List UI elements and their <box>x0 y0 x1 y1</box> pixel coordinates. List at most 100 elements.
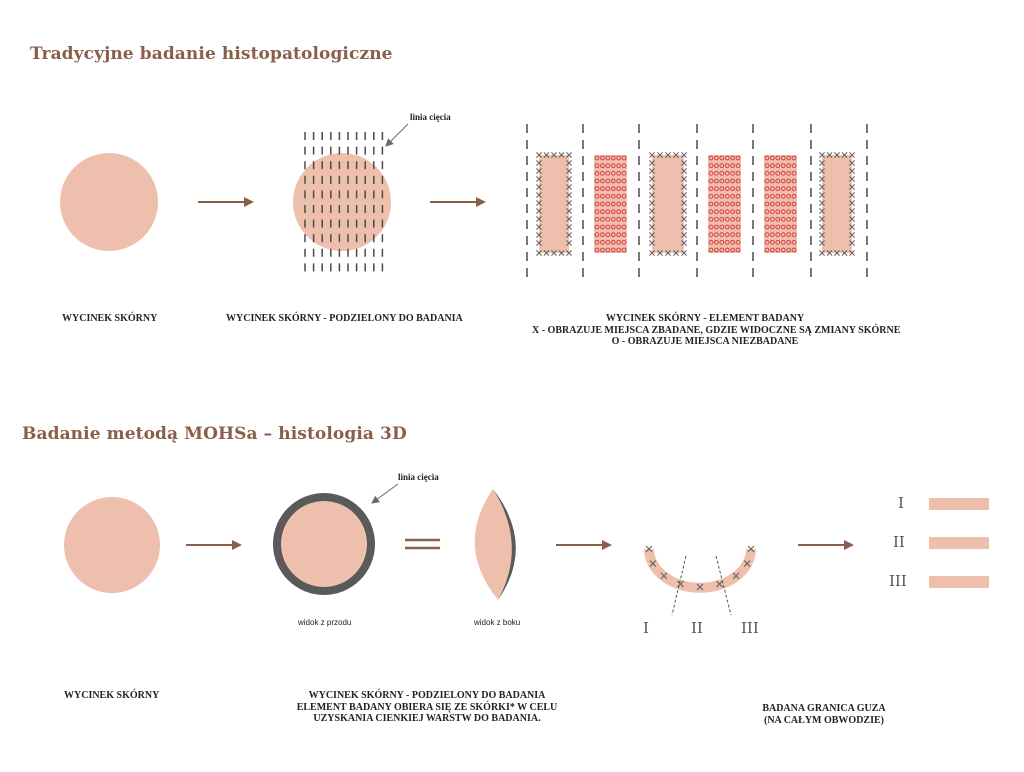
o-marker <box>610 232 616 238</box>
o-marker <box>735 247 741 253</box>
x-marker <box>819 240 825 246</box>
o-marker <box>616 155 621 161</box>
x-marker <box>536 232 542 238</box>
x-marker <box>681 216 687 222</box>
o-marker <box>600 209 605 215</box>
o-marker <box>780 163 786 169</box>
o-marker <box>719 224 725 230</box>
o-marker <box>610 209 616 215</box>
x-marker <box>558 250 565 256</box>
o-marker <box>708 163 714 169</box>
o-marker <box>764 155 770 161</box>
o-marker <box>719 178 725 184</box>
x-marker <box>649 560 657 567</box>
o-marker <box>621 193 627 199</box>
o-marker <box>724 186 730 192</box>
caption-skin-sample-top: WYCINEK SKÓRNY <box>62 313 158 324</box>
caption-tumor-margin: BADANA GRANICA GUZA (NA CAŁYM OBWODZIE) <box>762 703 886 726</box>
caption-tumor-margin-line-1: BADANA GRANICA GUZA <box>762 703 886 714</box>
o-marker <box>621 163 627 169</box>
o-marker <box>594 209 600 215</box>
o-marker <box>791 163 797 169</box>
o-marker <box>775 186 781 192</box>
o-marker <box>594 170 600 176</box>
caption-divided-bottom-line-3: UZYSKANIA CIENKIEJ WARSTW DO BADANIA. <box>313 713 541 724</box>
o-marker <box>724 163 730 169</box>
o-marker <box>719 247 725 253</box>
o-marker <box>594 178 600 184</box>
x-marker <box>849 152 855 158</box>
x-marker <box>673 250 679 256</box>
o-marker <box>775 239 781 245</box>
x-marker <box>551 250 557 256</box>
o-marker <box>780 224 786 230</box>
strip-label-III: III <box>889 572 907 590</box>
o-marker <box>708 178 714 184</box>
arc-cut-line-right <box>715 555 732 616</box>
o-marker <box>770 163 775 169</box>
tissue-strip <box>708 155 741 253</box>
o-marker <box>730 224 735 230</box>
x-marker <box>681 250 687 256</box>
x-marker <box>819 200 825 206</box>
o-marker <box>600 239 605 245</box>
o-marker <box>594 239 600 245</box>
arc-cut-line-left <box>671 555 687 616</box>
tumor-margin-arc <box>644 548 756 593</box>
x-marker <box>819 224 825 230</box>
o-marker <box>780 209 786 215</box>
x-marker <box>849 240 855 246</box>
x-marker <box>849 232 855 238</box>
o-marker <box>730 178 735 184</box>
o-marker <box>730 216 735 222</box>
x-marker <box>657 152 663 158</box>
x-marker <box>743 560 751 567</box>
o-marker <box>735 209 741 215</box>
x-marker <box>849 250 855 256</box>
x-marker <box>819 160 825 166</box>
o-marker <box>714 247 719 253</box>
x-marker <box>849 224 855 230</box>
x-marker <box>747 545 755 553</box>
o-marker <box>605 239 611 245</box>
o-marker <box>730 163 735 169</box>
o-marker <box>719 232 725 238</box>
o-marker <box>594 186 600 192</box>
o-marker <box>791 170 797 176</box>
x-marker <box>696 583 704 591</box>
strip-II <box>929 537 989 549</box>
x-marker <box>849 200 855 206</box>
x-marker <box>649 152 655 158</box>
x-marker <box>551 152 557 158</box>
skin-sample-circle-bottom <box>64 497 160 593</box>
o-marker <box>735 170 741 176</box>
o-marker <box>775 193 781 199</box>
x-marker <box>681 208 687 214</box>
caption-skin-sample-bottom: WYCINEK SKÓRNY <box>64 690 160 701</box>
o-marker <box>719 193 725 199</box>
x-marker <box>536 240 542 246</box>
divided-sample-circle-top <box>293 153 391 251</box>
x-marker <box>681 192 687 198</box>
o-marker <box>708 155 714 161</box>
x-marker <box>536 250 542 256</box>
x-marker <box>732 572 740 580</box>
o-marker <box>724 155 730 161</box>
cut-line-label-bottom: linia cięcia <box>398 472 439 482</box>
x-marker <box>681 224 687 230</box>
caption-divided-top: WYCINEK SKÓRNY - PODZIELONY DO BADANIA <box>226 313 463 324</box>
o-marker <box>708 216 714 222</box>
o-marker <box>616 224 621 230</box>
caption-tumor-margin-line-2: (NA CAŁYM OBWODZIE) <box>763 714 884 726</box>
x-marker <box>649 160 655 166</box>
x-marker <box>536 176 542 182</box>
o-marker <box>724 247 730 253</box>
front-view-label: widok z przodu <box>298 618 352 627</box>
o-marker <box>724 239 730 245</box>
o-marker <box>719 155 725 161</box>
o-marker <box>764 170 770 176</box>
x-marker <box>566 250 572 256</box>
o-marker <box>714 186 719 192</box>
cut-line-pointer-bottom <box>371 483 399 504</box>
o-marker <box>775 224 781 230</box>
